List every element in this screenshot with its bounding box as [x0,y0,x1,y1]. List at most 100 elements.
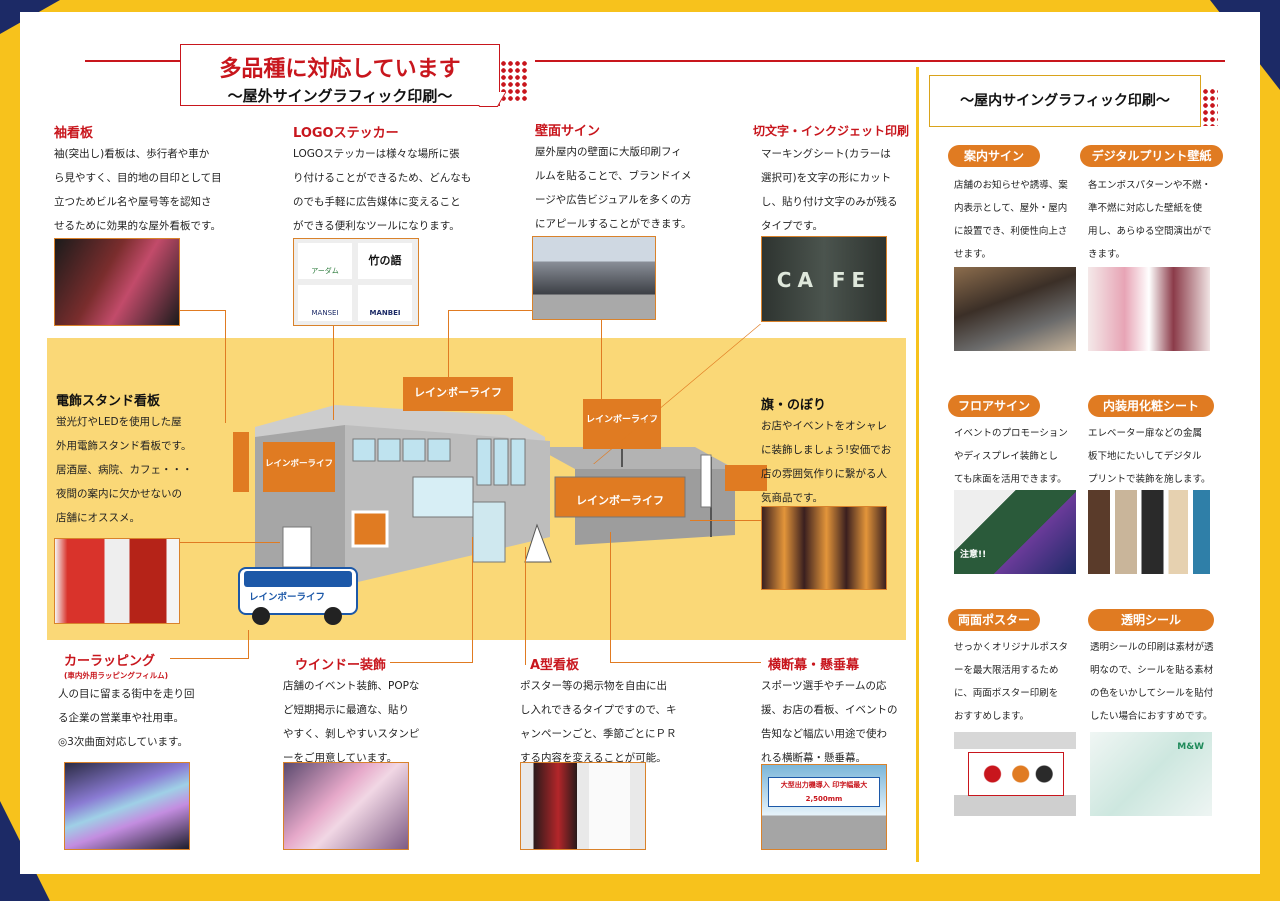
denshoku-title: 電飾スタンド看板 [56,394,161,409]
aframe-line: する内容を変えることが可能。 [520,752,667,764]
front-sign-label: レインボーライフ [264,459,333,469]
tomei-line: 明なので、シールを貼る素材 [1090,665,1214,676]
tomei-line: 透明シールの印刷は素材が透 [1090,642,1214,653]
logo-title: LOGOステッカー [293,126,399,141]
leader-flag [690,520,765,522]
wall-sign-photo [532,236,656,320]
denshoku-line: 夜間の案内に欠かせないの [56,488,182,500]
cut-line: し、貼り付け文字のみが残る [761,196,898,208]
building-tall-window-1 [476,438,492,486]
car-desc: 人の目に留まる街中を走り回 る企業の営業車や社用車。 ◎3次曲面対応しています。 [58,682,248,754]
naiso-desc: エレベーター扉などの金属 板下地にたいしてデジタル プリントで装飾を施します。 [1088,422,1228,491]
stand-sign-shape [282,526,312,568]
aframe-line: し入れできるタイプですので、キ [520,704,677,716]
logo-desc: LOGOステッカーは様々な場所に張 り付けることができるため、どんなも のでも手… [293,142,488,238]
annai-line: 店舗のお知らせや誘導、案 [954,180,1068,191]
cut-letter-photo-text: CA FE [776,268,872,292]
tomei-line: の色をいかしてシールを貼付 [1090,688,1214,699]
leader-logo [333,324,335,420]
bus-wheel-rear [324,607,342,625]
cut-letter-photo: CA FE [761,236,887,322]
window-line: やすく、剝しやすいスタンピ [283,728,420,740]
aframe-title: A型看板 [530,658,580,673]
right-long-sign [725,465,767,491]
sode-title: 袖看板 [54,126,94,141]
digital-photo [1088,267,1210,351]
bus-wheel-front [252,607,270,625]
cut-line: タイプです。 [761,220,823,232]
floor-line: イベントのプロモーション [954,428,1068,439]
window-line: ど短期掲示に最適な、貼り [283,704,409,716]
denshoku-line: 蛍光灯やLEDを使用した屋 [56,416,182,428]
window-desc: 店舗のイベント装飾、POPな ど短期掲示に最適な、貼り やすく、剝しやすいスタン… [283,674,463,770]
tomei-photo: M&W [1090,732,1212,816]
flag-title: 旗・のぼり [761,398,827,413]
building-entrance [412,476,474,518]
car-line: ◎3次曲面対応しています。 [58,736,188,748]
building-window-1 [352,438,376,462]
tomei-photo-text: M&W [1177,742,1204,752]
brochure-sheet: 多品種に対応しています 〜屋外サイングラフィック印刷〜 〜屋内サイングラフィック… [20,12,1260,874]
denshoku-line: 居酒屋、病院、カフェ・・・ [56,464,193,476]
roof-sign-left [403,377,513,411]
sode-line: せるために効果的な屋外看板です。 [54,220,221,232]
building-illustration [233,377,767,585]
roof-sign-right [583,399,661,449]
ryomen-line: に、両面ポスター印刷を [954,688,1059,699]
car-line: 人の目に留まる街中を走り回 [58,688,195,700]
naiso-photo [1088,490,1210,574]
leader-aframe [525,547,527,665]
logo-line: LOGOステッカーは様々な場所に張 [293,148,460,160]
flag-banner [700,454,712,508]
denshoku-photo [54,538,180,624]
banner-line: れる横断幕・懸垂幕。 [761,752,866,764]
banner-line: 告知など幅広い用途で使わ [761,728,887,740]
floor-line: やディスプレイ装飾とし [954,451,1058,462]
title-dot-pattern [500,60,528,102]
indoor-title: 〜屋内サイングラフィック印刷〜 [960,93,1170,109]
window-title: ウインドー装飾 [295,658,387,673]
logo-sticker-1: アーダム [298,243,352,279]
aframe-photo [520,762,646,850]
wall-line: 屋外屋内の壁面に大版印刷フィ [535,146,682,158]
annai-line: に設置でき、利便性向上さ [954,226,1068,237]
wrapped-bus: レインボーライフ [238,567,358,627]
digital-line: 準不燃に対応した壁紙を使 [1088,203,1203,214]
digital-pill: デジタルプリント壁紙 [1080,145,1223,167]
building-tall-window-3 [510,438,526,486]
car-title: カーラッピング [64,654,156,669]
flag-line: お店やイベントをオシャレ [761,420,887,432]
annai-desc: 店舗のお知らせや誘導、案 内表示として、屋外・屋内 に設置でき、利便性向上さ せ… [954,174,1084,266]
sode-desc: 袖(突出し)看板は、歩行者や車か ら見やすく、目的地の目印として目 立つためビル… [54,142,244,238]
naiso-line: エレベーター扉などの金属 [1088,428,1203,439]
wall-desc: 屋外屋内の壁面に大版印刷フィ ルムを貼ることで、ブランドイメ ージや広告ビジュア… [535,140,725,236]
sode-line: 立つためビル名や屋号等を認知さ [54,196,212,208]
flag-photo [761,506,887,590]
roof-sign-label-right: レインボーライフ [585,415,658,425]
cut-line: マーキングシート(カラーは [761,148,891,160]
leader-window [390,537,473,663]
ryomen-poster-art [968,752,1064,796]
denshoku-line: 外用電飾スタンド看板です。 [56,440,192,452]
digital-line: 各エンボスパターンや不燃・ [1088,180,1212,191]
bus-wrap-label: レインボーライフ [248,592,325,603]
car-line: る企業の営業車や社用車。 [58,712,184,724]
denshoku-desc: 蛍光灯やLEDを使用した屋 外用電飾スタンド看板です。 居酒屋、病院、カフェ・・… [56,410,236,530]
ryomen-photo [954,732,1076,816]
building-orange-window [351,510,389,548]
ryomen-desc: せっかくオリジナルポスタ ーを最大限活用するため に、両面ポスター印刷を おすす… [954,636,1089,728]
leader-car [170,630,249,659]
main-title-box: 多品種に対応しています 〜屋外サイングラフィック印刷〜 [180,44,500,106]
aframe-line: ャンペーンごと、季節ごとにＰＲ [520,728,677,740]
building-glass-door [472,501,506,563]
cut-desc: マーキングシート(カラーは 選択可)を文字の形にカット し、貼り付け文字のみが残… [761,142,911,238]
leader-denshoku [180,542,280,544]
indoor-title-box: 〜屋内サイングラフィック印刷〜 [929,75,1201,127]
sode-line: 袖(突出し)看板は、歩行者や車か [54,148,210,160]
building-front-orange-sign [263,442,335,492]
main-subtitle: 〜屋外サイングラフィック印刷〜 [227,87,453,105]
aframe-line: ポスター等の掲示物を自由に出 [520,680,667,692]
ryomen-line: おすすめします。 [954,711,1030,722]
cut-line: 選択可)を文字の形にカット [761,172,892,184]
banner-photo: 大型出力機導入 印字幅最大2,500mm [761,764,887,850]
